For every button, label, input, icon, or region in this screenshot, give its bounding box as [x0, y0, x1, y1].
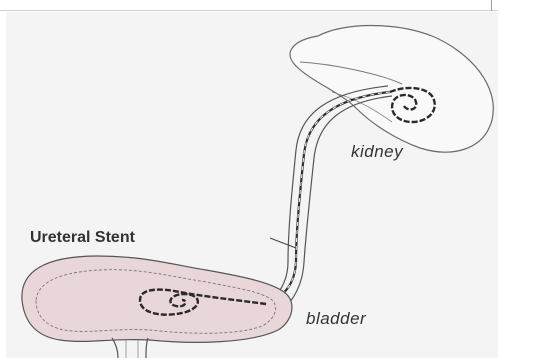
ureter-wall-right [290, 96, 392, 302]
ureteral-stent-label: Ureteral Stent [30, 229, 135, 247]
kidney-label: kidney [351, 142, 403, 162]
bladder-label: bladder [306, 309, 366, 329]
kidney-outline [290, 26, 493, 153]
urethra-right [146, 338, 148, 358]
urethra-inner [126, 340, 138, 358]
stent-leader-line [270, 238, 296, 248]
urethra-left [112, 338, 118, 358]
